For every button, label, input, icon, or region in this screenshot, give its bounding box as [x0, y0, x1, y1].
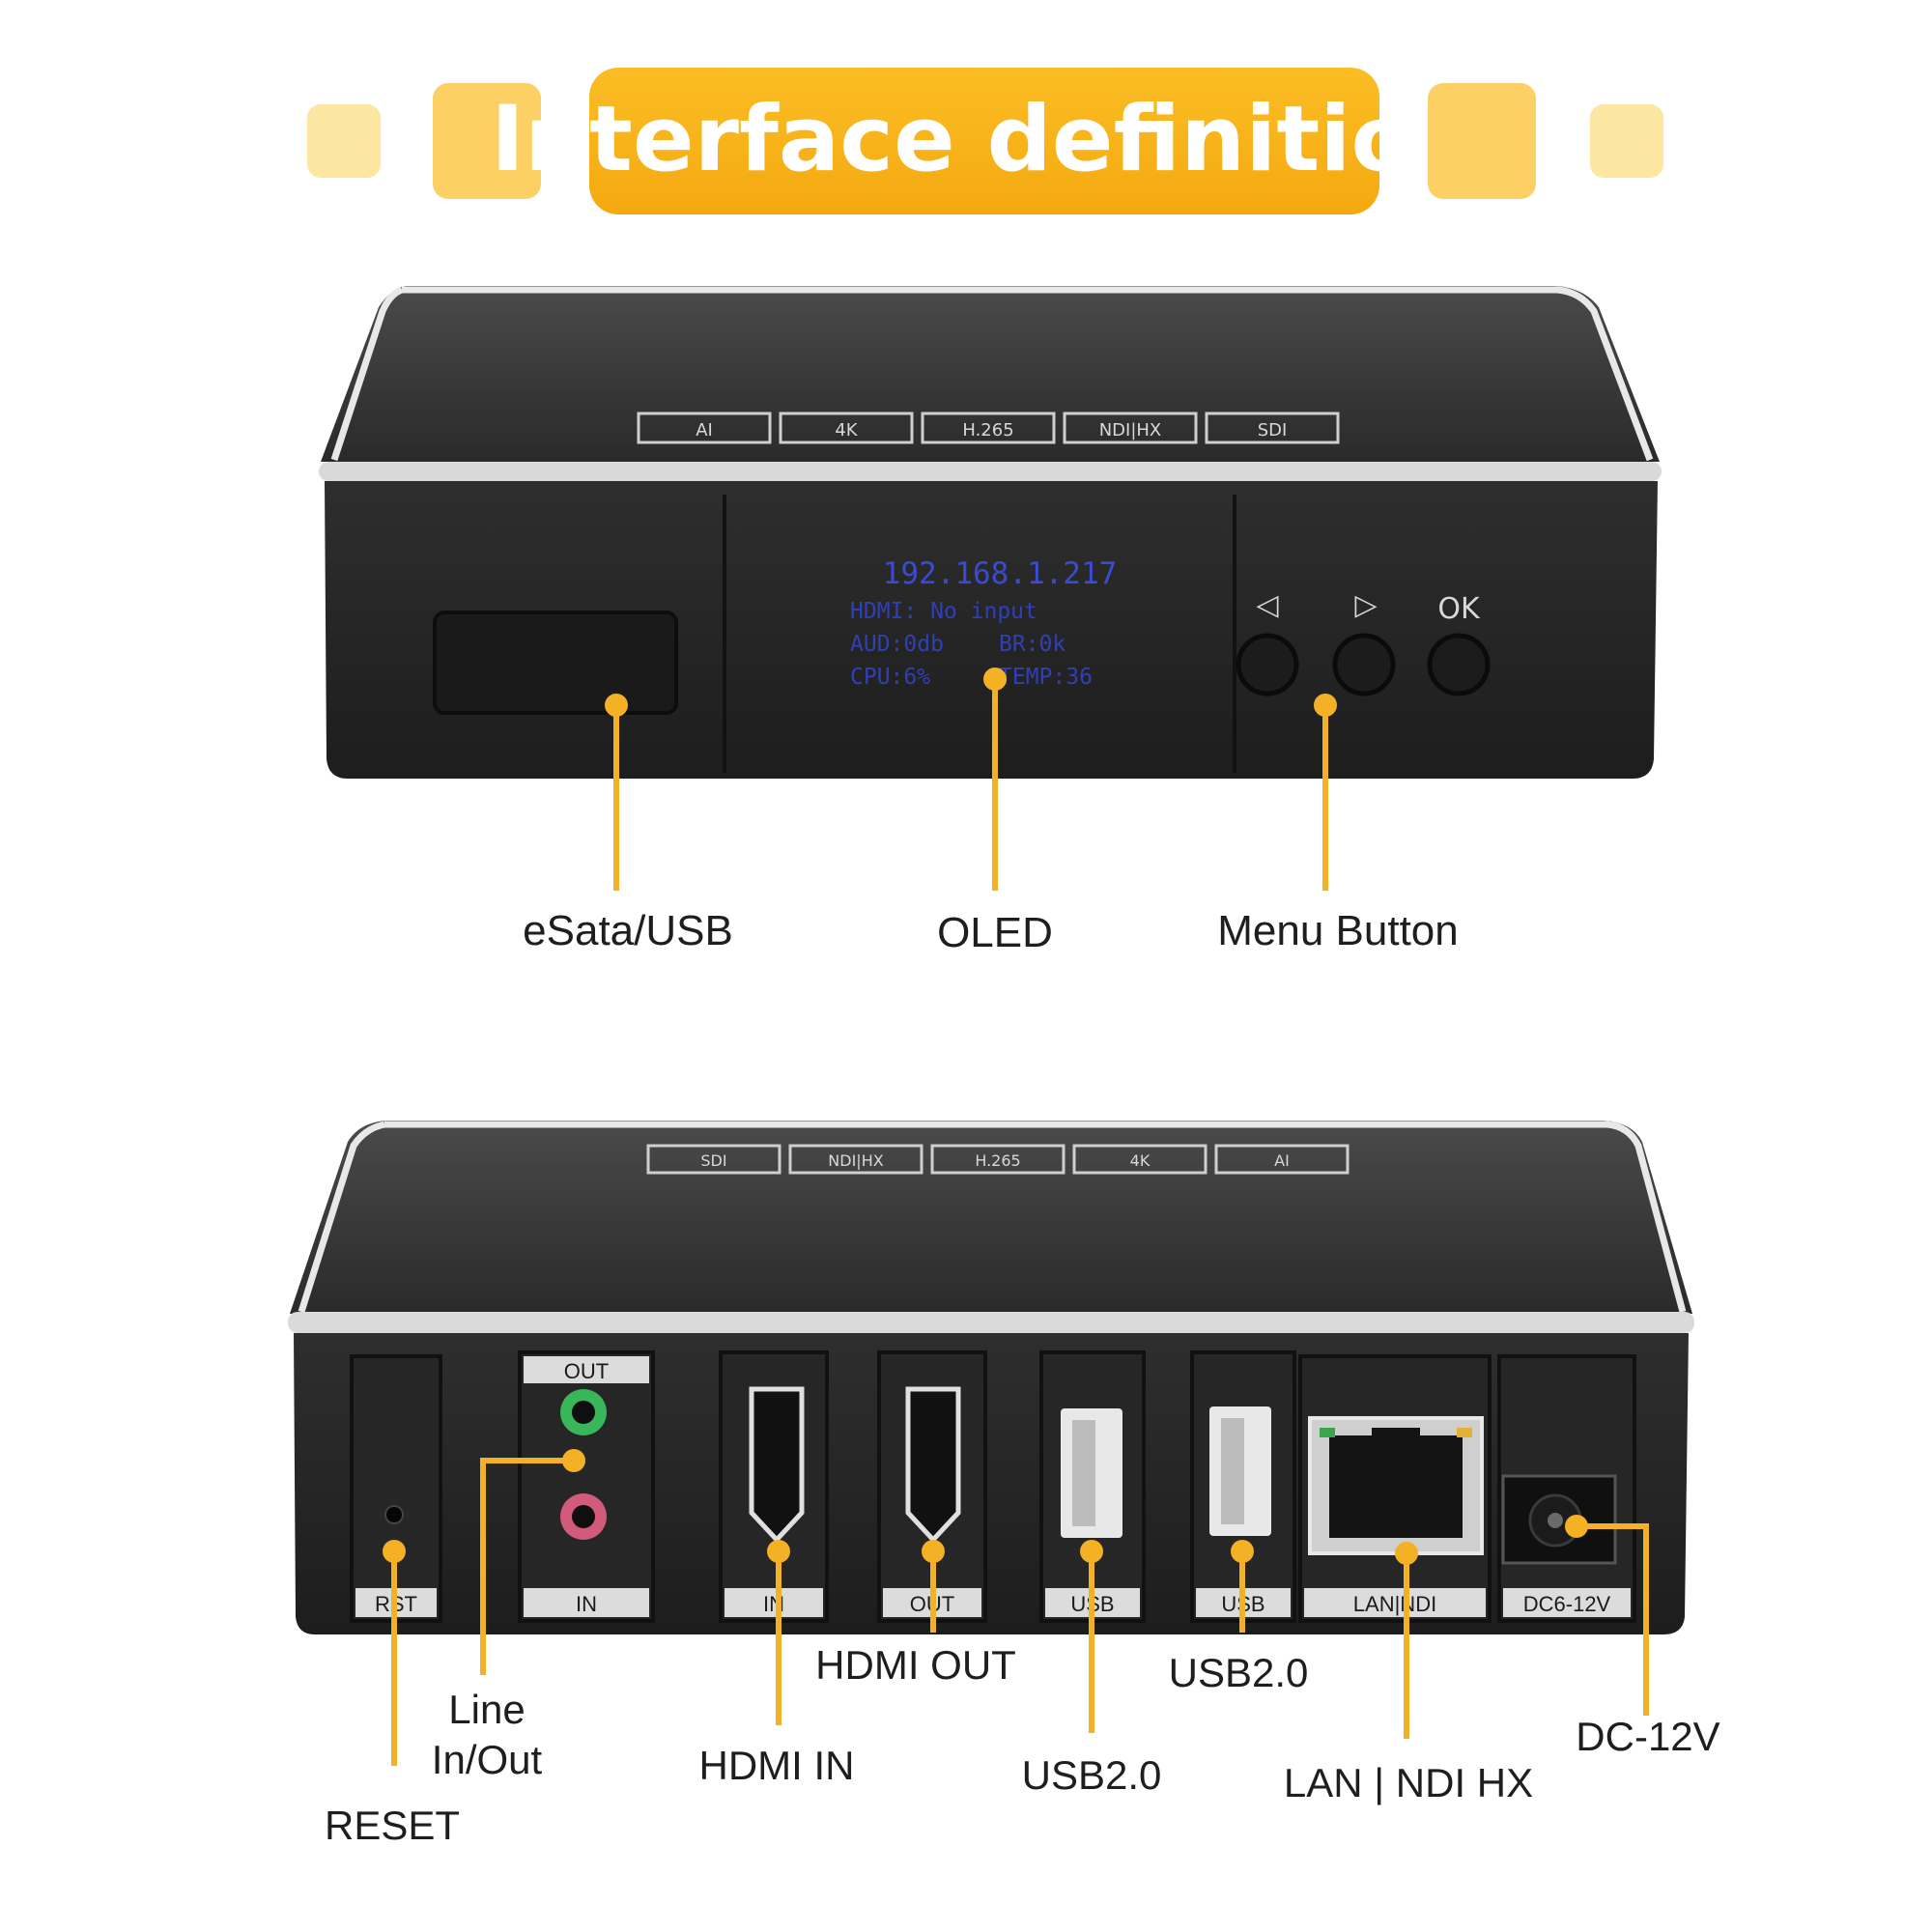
esata-port	[433, 611, 678, 715]
label-menu-button: Menu Button	[1217, 907, 1459, 954]
oled-cpu: CPU:6%	[850, 665, 930, 690]
oled-temp: TEMP:36	[999, 665, 1093, 690]
rear-callouts: RESET Line In/Out HDMI IN HDMI OUT USB2.…	[325, 1449, 1720, 1848]
label-hdmi-in: HDMI IN	[699, 1743, 855, 1788]
rear-top-bevel-left	[298, 1121, 385, 1314]
oled-bitrate: BR:0k	[999, 632, 1065, 657]
rear-badge-4k: 4K	[1130, 1151, 1151, 1170]
device-top-bevel-left	[330, 286, 404, 462]
callout-dot-hdmi-out	[922, 1540, 945, 1563]
deco-square-left	[433, 83, 541, 199]
hdmi-in-port[interactable]	[749, 1386, 805, 1544]
device-rear-view: SDI NDI|HX H.265 4K AI RST OUT	[288, 1121, 1720, 1848]
port-label-dc: DC6-12V	[1523, 1592, 1611, 1616]
right-arrow-icon: ▷	[1354, 588, 1377, 622]
rear-badge-h265: H.265	[975, 1151, 1020, 1170]
label-oled: OLED	[937, 909, 1053, 956]
ok-button[interactable]	[1427, 633, 1491, 696]
right-button[interactable]	[1332, 633, 1396, 696]
rear-badge-sdi: SDI	[700, 1151, 726, 1170]
deco-square-right	[1428, 83, 1536, 199]
label-esata-usb: eSata/USB	[523, 907, 733, 954]
callout-dot-esata	[605, 694, 628, 717]
device-top-bevel	[402, 286, 1654, 462]
badge-sdi: SDI	[1258, 420, 1288, 440]
title-banner: Interface definition	[307, 68, 1663, 214]
oled-ip-address: 192.168.1.217	[883, 556, 1118, 591]
port-label-lan: LAN|NDI	[1353, 1592, 1436, 1616]
callout-dot-usb1	[1080, 1540, 1103, 1563]
callout-dot-hdmi-in	[767, 1540, 790, 1563]
front-callouts: eSata/USB OLED Menu Button	[523, 668, 1459, 956]
badge-h265: H.265	[962, 420, 1013, 440]
label-usb2-0-first: USB2.0	[1022, 1752, 1162, 1798]
label-in-out: In/Out	[432, 1737, 543, 1782]
left-button[interactable]	[1236, 633, 1299, 696]
port-label-audio-out: OUT	[564, 1359, 609, 1383]
callout-dot-oled	[983, 668, 1007, 691]
left-arrow-icon: ◁	[1256, 588, 1278, 622]
callout-dot-line-inout	[562, 1449, 585, 1472]
reset-pinhole[interactable]	[384, 1505, 404, 1524]
label-hdmi-out: HDMI OUT	[815, 1642, 1016, 1688]
oled-hdmi-status: HDMI: No input	[850, 599, 1037, 624]
rear-badge-ndi: NDI|HX	[828, 1151, 883, 1170]
label-reset: RESET	[325, 1803, 460, 1848]
callout-dot-dc	[1565, 1515, 1588, 1538]
rear-top-badges: SDI NDI|HX H.265 4K AI	[646, 1144, 1350, 1175]
callout-dot-usb2	[1231, 1540, 1254, 1563]
callout-dot-reset	[383, 1540, 406, 1563]
label-lan-ndi-hx: LAN | NDI HX	[1284, 1760, 1533, 1805]
oled-audio: AUD:0db	[850, 632, 944, 657]
front-top-badges: AI 4K H.265 NDI|HX SDI	[637, 412, 1340, 444]
rear-top-bevel	[384, 1121, 1687, 1313]
callout-dot-menu	[1314, 694, 1337, 717]
menu-buttons: ◁ ▷ OK	[1236, 588, 1491, 696]
title-pill	[589, 68, 1379, 214]
rear-top-edge	[288, 1312, 1694, 1333]
badge-4k: 4K	[835, 420, 858, 440]
callout-line-line-inout	[480, 1458, 574, 1675]
badge-ai: AI	[696, 420, 713, 440]
rear-badge-ai: AI	[1274, 1151, 1290, 1170]
callout-line-dc	[1577, 1523, 1649, 1716]
device-top-surface	[321, 286, 1660, 462]
deco-square-far-left	[307, 104, 381, 178]
ok-button-label: OK	[1437, 592, 1481, 626]
device-front-view: AI 4K H.265 NDI|HX SDI 192.168.1.217 HDM…	[319, 286, 1662, 956]
page-title: Interface definition	[491, 87, 1478, 192]
rear-top-surface	[290, 1121, 1692, 1314]
port-label-audio-in: IN	[576, 1592, 597, 1616]
device-top-edge	[319, 462, 1662, 481]
deco-square-far-right	[1590, 104, 1663, 178]
oled-display: 192.168.1.217 HDMI: No input AUD:0db BR:…	[850, 556, 1117, 690]
label-dc-12v: DC-12V	[1576, 1714, 1719, 1759]
hdmi-out-port[interactable]	[905, 1386, 961, 1544]
callout-dot-lan	[1395, 1542, 1418, 1565]
badge-ndi: NDI|HX	[1099, 420, 1162, 440]
label-line: Line	[448, 1687, 525, 1732]
label-usb2-0-second: USB2.0	[1169, 1650, 1309, 1695]
